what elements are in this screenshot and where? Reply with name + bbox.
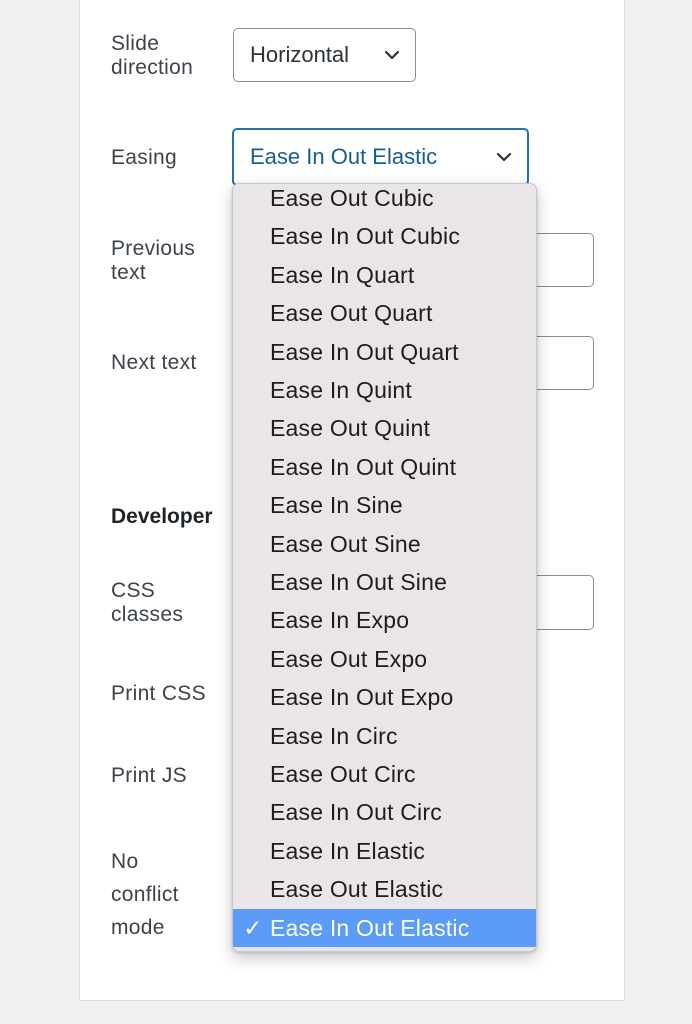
easing-option-label: Ease In Out Elastic [270, 914, 470, 941]
slide-direction-select[interactable]: Horizontal [233, 28, 416, 82]
easing-option[interactable]: Ease In Out Sine [233, 563, 536, 601]
easing-option[interactable]: Ease Out Elastic [233, 870, 536, 908]
easing-option[interactable]: Ease In Out Quint [233, 448, 536, 486]
easing-option[interactable]: Ease In Expo [233, 601, 536, 639]
print-css-label: Print CSS [111, 682, 206, 705]
no-conflict-mode-label: No conflict mode [111, 850, 179, 939]
easing-option[interactable]: Ease Out Quint [233, 409, 536, 447]
chevron-down-icon [384, 50, 400, 60]
easing-option-label: Ease In Expo [270, 607, 410, 634]
previous-text-label: Previous text [111, 237, 196, 284]
easing-option[interactable]: Ease Out Sine [233, 525, 536, 563]
easing-value: Ease In Out Elastic [250, 144, 438, 169]
easing-option-label: Ease In Out Expo [270, 684, 454, 711]
easing-label: Easing [111, 146, 178, 169]
easing-option[interactable]: Ease In Elastic [233, 832, 536, 870]
slide-direction-value: Horizontal [250, 42, 350, 67]
easing-option-label: Ease In Out Circ [270, 799, 442, 826]
easing-option-label: Ease In Quint [270, 377, 412, 403]
easing-option[interactable]: Ease In Circ [233, 717, 536, 755]
easing-option[interactable]: ✓ Ease In Out Elastic [233, 908, 536, 947]
easing-option[interactable]: Ease Out Circ [233, 755, 536, 793]
checkmark-icon: ✓ [243, 914, 263, 941]
easing-option[interactable]: Ease Out Quart [233, 294, 536, 332]
developer-heading: Developer [111, 505, 213, 528]
easing-option-label: Ease Out Expo [270, 645, 428, 672]
easing-option[interactable]: Ease In Out Cubic [233, 217, 536, 255]
easing-option[interactable]: Ease In Out Circ [233, 793, 536, 831]
easing-option-label: Ease Out Elastic [270, 876, 444, 903]
easing-option[interactable]: Ease In Out Quart [233, 333, 536, 371]
easing-option-label: Ease Out Sine [270, 530, 421, 557]
easing-option[interactable]: Ease In Sine [233, 486, 536, 524]
next-text-label: Next text [111, 351, 197, 374]
easing-option-label: Ease In Out Sine [270, 569, 448, 595]
easing-option-label: Ease In Elastic [270, 837, 426, 864]
easing-option-label: Ease Out Circ [270, 761, 416, 787]
print-js-label: Print JS [111, 764, 187, 787]
easing-option[interactable]: Ease In Quint [233, 371, 536, 409]
easing-option-label: Ease Out Quart [270, 300, 433, 327]
easing-option-label: Ease Out Cubic [270, 185, 434, 211]
easing-option-label: Ease In Out Quart [270, 338, 459, 365]
easing-option[interactable]: Ease In Quart [233, 256, 536, 294]
easing-option[interactable]: Ease Out Cubic [233, 184, 536, 217]
easing-option-label: Ease In Circ [270, 722, 398, 749]
easing-option-label: Ease In Sine [270, 492, 403, 519]
easing-option-label: Ease In Quart [270, 261, 415, 288]
easing-option[interactable]: Ease In Out Expo [233, 678, 536, 716]
css-classes-label: CSS classes [111, 579, 184, 626]
easing-option-label: Ease Out Quint [270, 415, 431, 442]
easing-option[interactable]: Ease Out Expo [233, 640, 536, 678]
easing-option-label: Ease In Out Cubic [270, 223, 461, 250]
easing-option-label: Ease In Out Quint [270, 453, 457, 480]
easing-select[interactable]: Ease In Out Elastic [232, 128, 529, 186]
chevron-down-icon [496, 152, 512, 162]
slide-direction-label: Slide direction [111, 32, 194, 79]
